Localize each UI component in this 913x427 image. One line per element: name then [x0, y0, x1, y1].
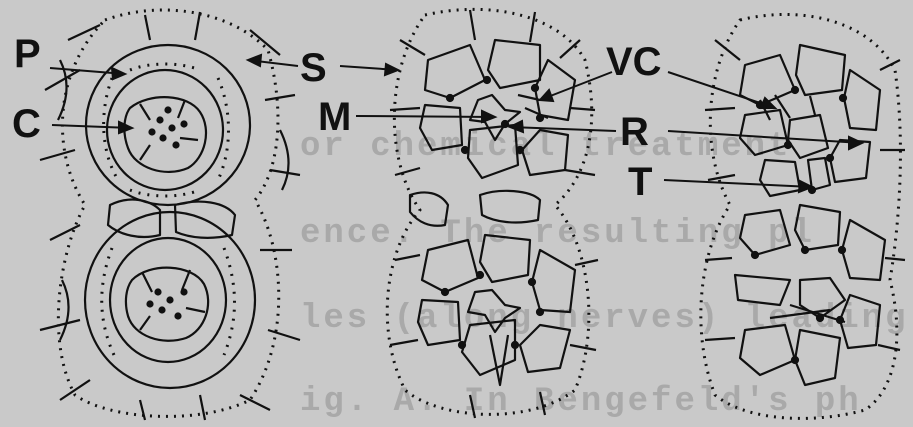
label-p: P — [14, 34, 41, 74]
upper-cell-cluster — [740, 45, 880, 196]
label-s: S — [300, 48, 327, 88]
label-c: C — [12, 104, 41, 144]
lower-cell-cluster — [735, 205, 885, 385]
label-t: T — [628, 162, 652, 202]
panel-collapsed-cells — [387, 9, 598, 418]
label-m: M — [318, 97, 351, 137]
panel-intact-cells — [40, 10, 300, 420]
upper-rosette — [420, 40, 575, 178]
outer-boundary — [701, 14, 901, 418]
panel-torn-cells — [701, 14, 905, 418]
label-r: R — [620, 112, 649, 152]
label-vc: VC — [606, 42, 662, 82]
lower-rosette — [418, 235, 575, 385]
lower-nucleus — [126, 268, 208, 341]
